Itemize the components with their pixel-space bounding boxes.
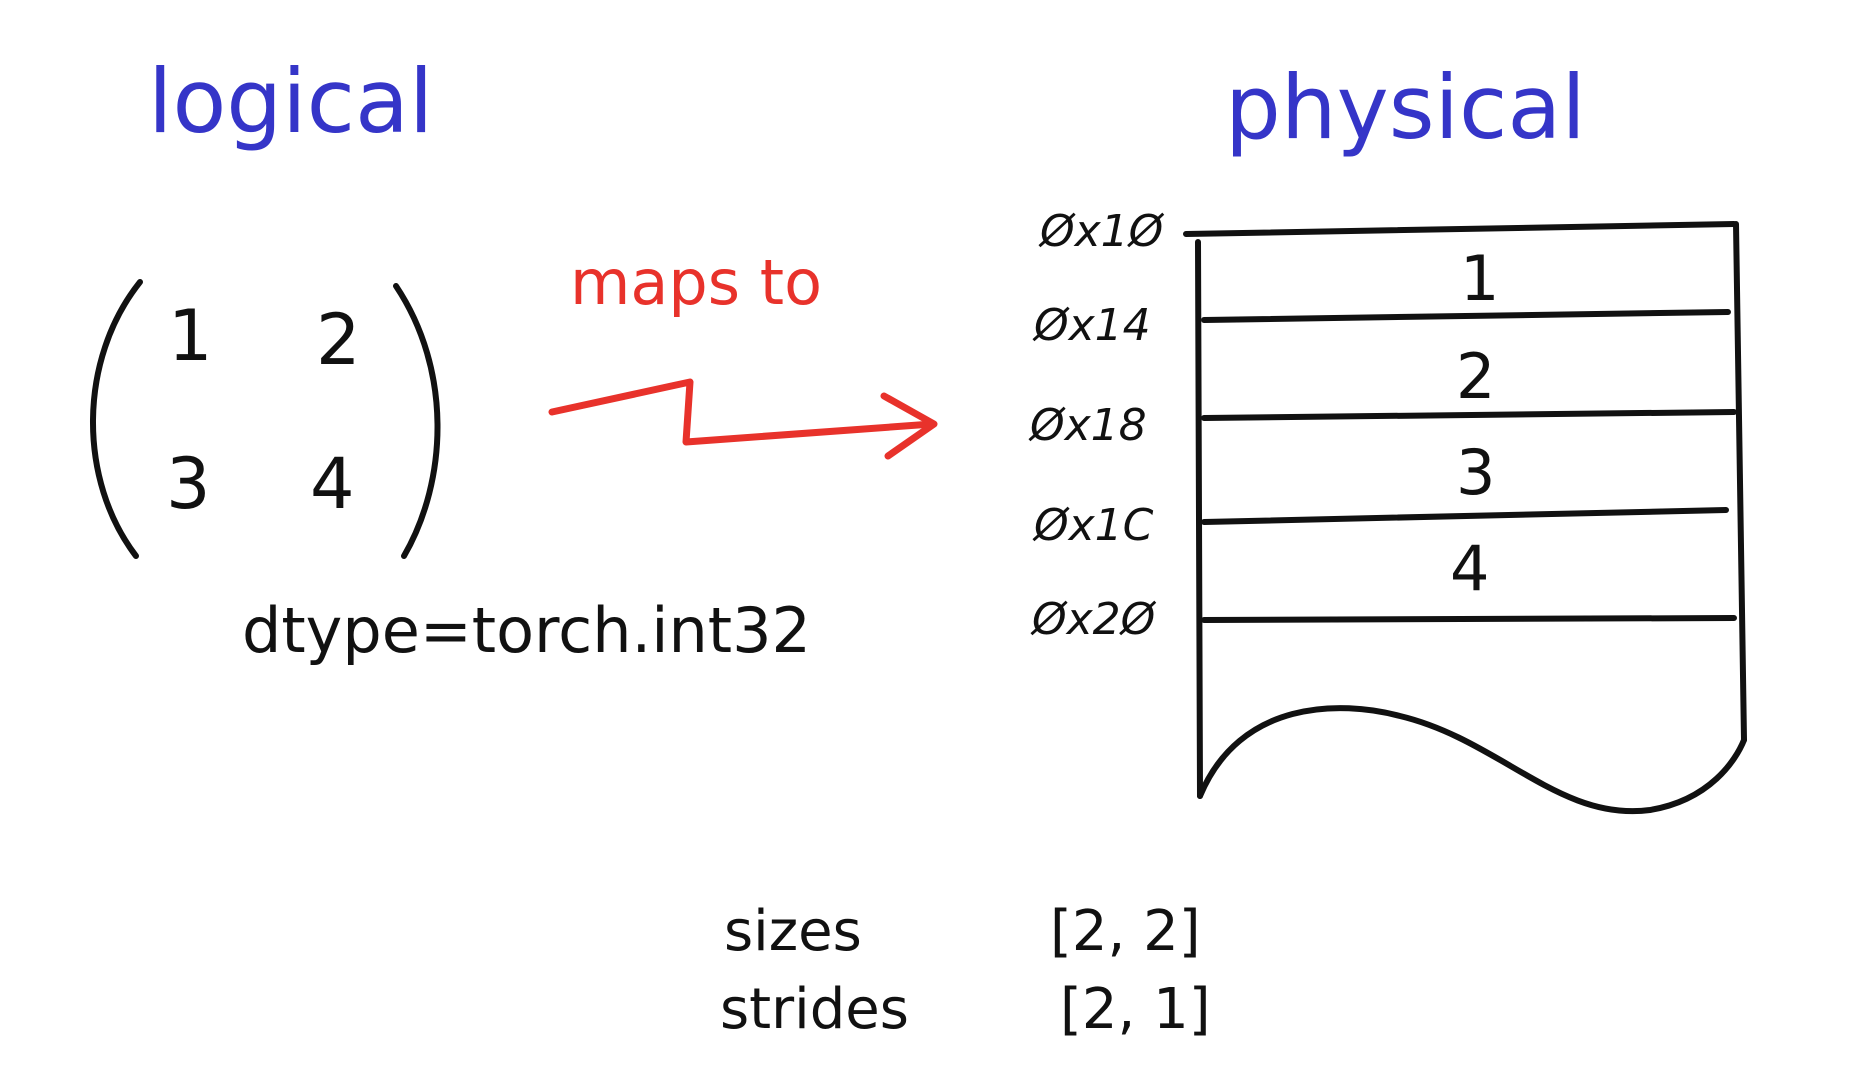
memory-left-wall xyxy=(1195,239,1203,799)
memory-value-3: 3 xyxy=(1456,436,1495,509)
strides-value: [2, 1] xyxy=(1060,977,1211,1042)
memory-value-1: 1 xyxy=(1460,242,1499,315)
address-label: Øx14 xyxy=(1032,300,1151,351)
address-label: Øx1C xyxy=(1032,500,1154,551)
logical-title: logical xyxy=(148,50,433,153)
memory-value-2: 2 xyxy=(1456,340,1495,413)
logical-matrix: 1 2 3 4 xyxy=(90,279,441,559)
matrix-left-paren xyxy=(90,279,143,559)
matrix-cell-1-1: 4 xyxy=(310,443,355,525)
maps-to-arrowhead xyxy=(880,392,938,460)
maps-to-arrow xyxy=(548,378,936,446)
tensor-metadata: sizes [2, 2] strides [2, 1] xyxy=(720,899,1211,1042)
memory-value-4: 4 xyxy=(1450,532,1489,605)
memory-top-line xyxy=(1183,221,1737,237)
memory-divider-1 xyxy=(1201,309,1731,323)
memory-addresses: Øx1Ø Øx14 Øx18 Øx1C Øx2Ø xyxy=(1028,206,1165,645)
address-label: Øx18 xyxy=(1028,400,1147,451)
sizes-label: sizes xyxy=(724,899,862,964)
memory-divider-4 xyxy=(1201,615,1737,623)
matrix-cell-0-1: 2 xyxy=(316,299,361,381)
strides-label: strides xyxy=(720,977,909,1042)
memory-divider-3 xyxy=(1201,507,1729,525)
memory-divider-2 xyxy=(1201,409,1737,421)
dtype-label: dtype=torch.int32 xyxy=(242,594,811,667)
matrix-cell-0-0: 1 xyxy=(168,295,213,377)
matrix-right-paren xyxy=(393,283,441,559)
sizes-value: [2, 2] xyxy=(1050,899,1201,964)
address-label: Øx2Ø xyxy=(1030,594,1157,645)
memory-right-wall xyxy=(1733,221,1747,743)
physical-title: physical xyxy=(1225,56,1586,159)
address-label: Øx1Ø xyxy=(1038,206,1165,257)
memory-torn-bottom xyxy=(1197,705,1747,815)
matrix-cell-1-0: 3 xyxy=(166,443,211,525)
memory-block: 1 2 3 4 xyxy=(1183,221,1747,815)
maps-to-label: maps to xyxy=(570,246,822,319)
